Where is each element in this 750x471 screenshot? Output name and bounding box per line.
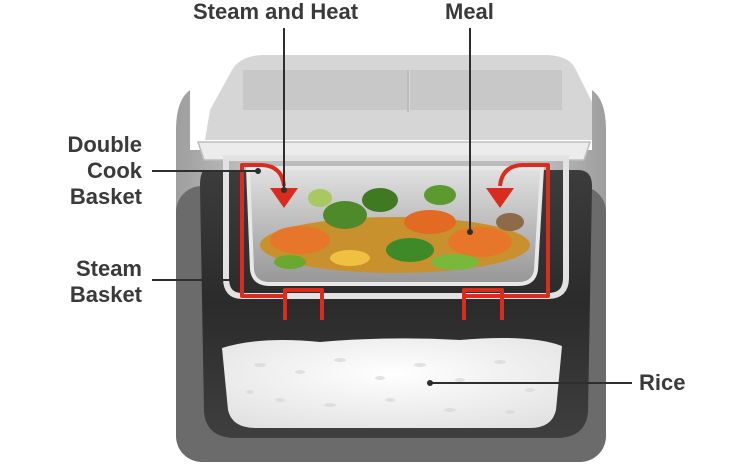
steam-arrowheads [270,188,514,208]
leader-endpoints [233,168,473,386]
lid-panel-right [410,70,562,110]
meal-vegetables [260,185,530,273]
label-double-cook-basket-line-2: Cook [87,158,142,183]
label-rice: Rice [639,370,686,395]
label-steam-basket-line-2: Basket [69,282,142,307]
label-steam-basket-line-1: Steam [75,256,142,281]
leader-lines [152,28,632,384]
lid-panel-left [243,70,408,110]
label-meal: Meal [445,0,494,24]
label-steam-and-heat: Steam and Heat [193,0,359,24]
rice-texture [246,358,535,414]
steam-arrows [240,163,550,320]
label-steam-basket: Steam Basket [40,256,142,308]
label-double-cook-basket-line-3: Basket [69,184,142,209]
label-double-cook-basket-line-1: Double [67,132,142,157]
label-double-cook-basket: Double Cook Basket [40,132,142,210]
rice-mound [222,338,562,428]
